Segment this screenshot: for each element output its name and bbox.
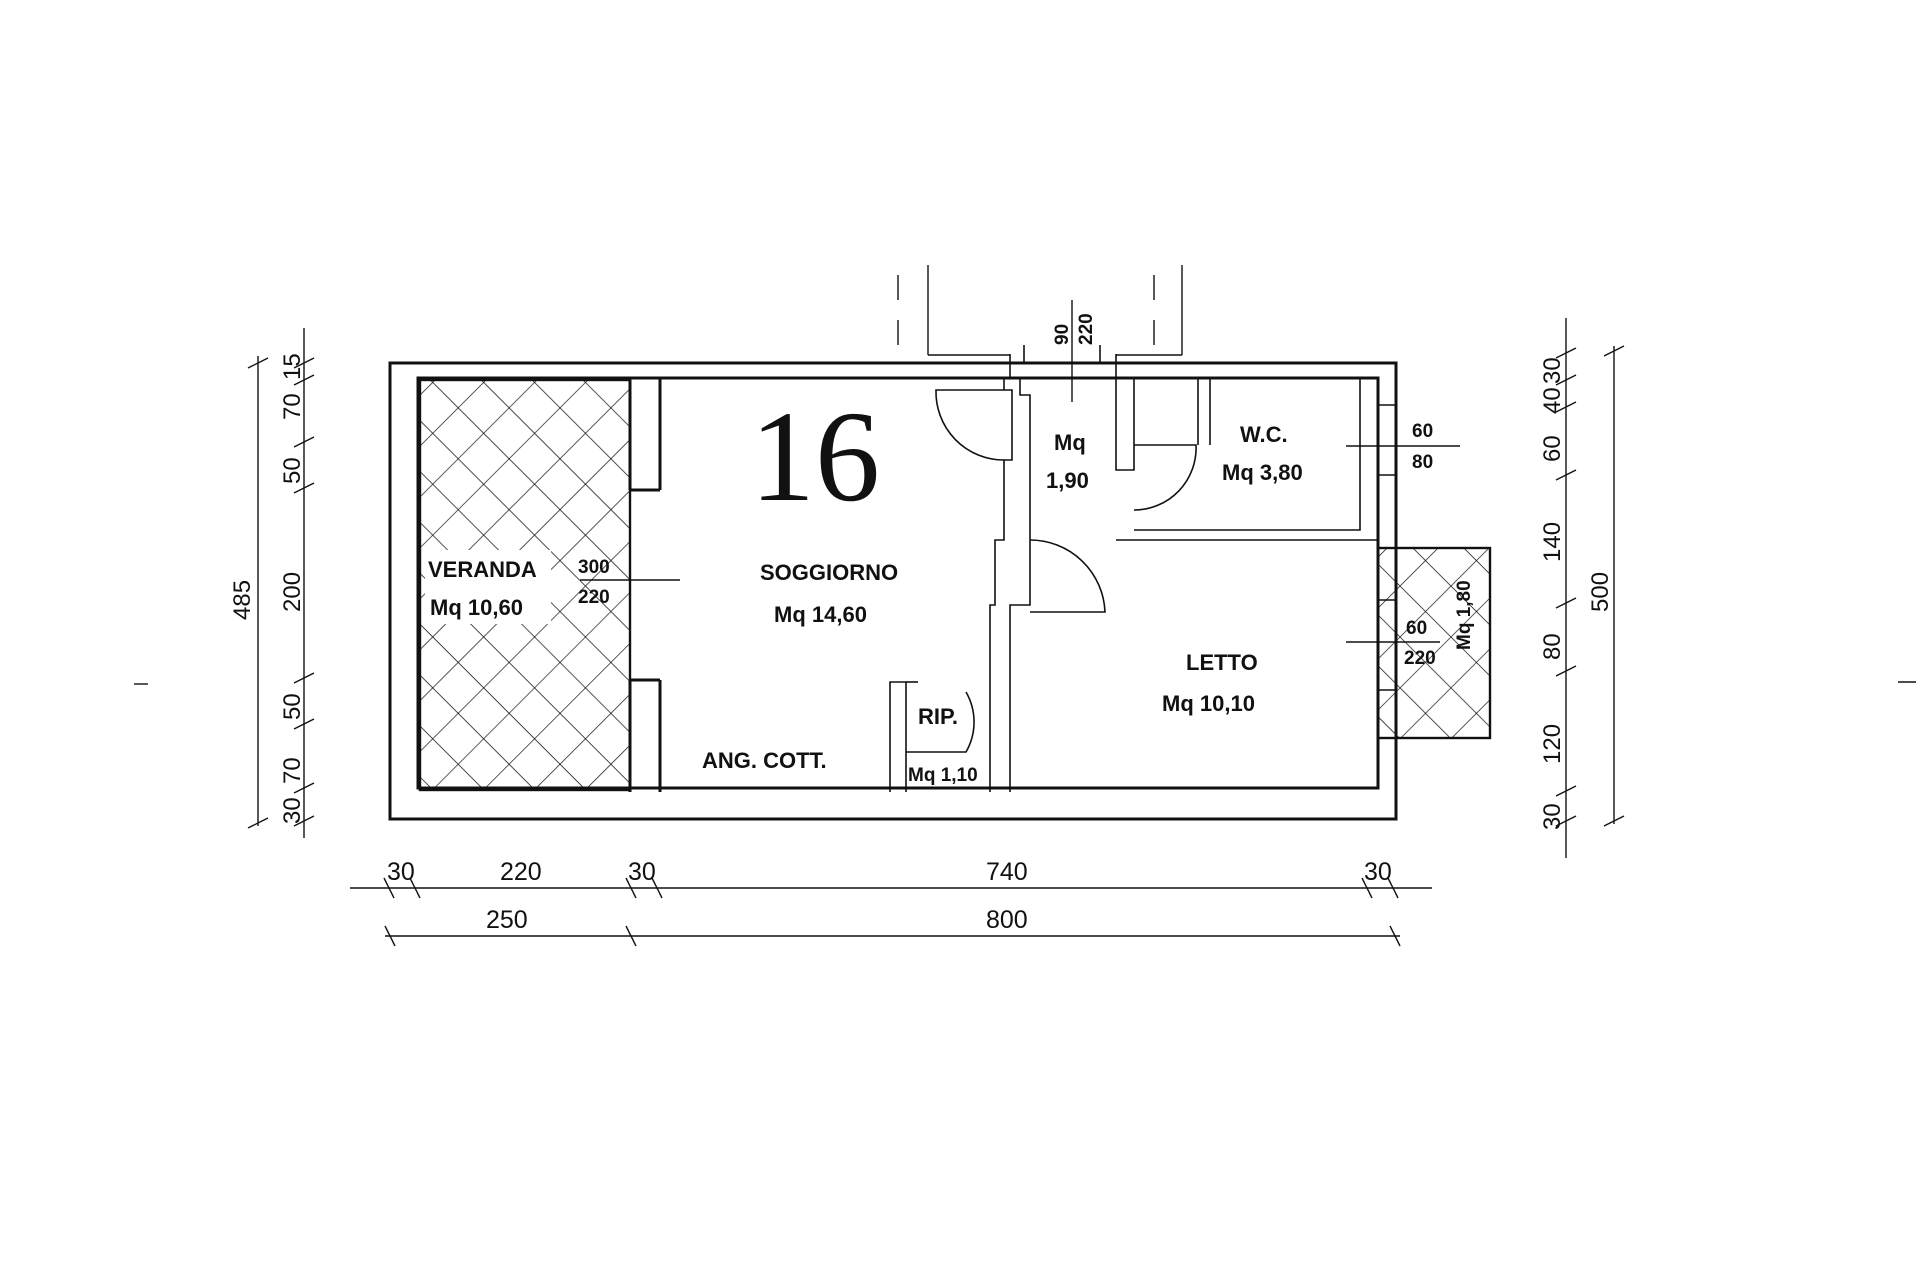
dim-right-total: 500 xyxy=(1587,572,1614,612)
bottom-dimensions: 30 220 30 740 30 250 800 xyxy=(350,858,1432,947)
dim-right-4: 140 xyxy=(1539,522,1566,562)
dim-bottom-2: 220 xyxy=(500,858,542,886)
window-jamb xyxy=(1378,404,1397,476)
dim-bottom-total-2: 800 xyxy=(986,906,1028,934)
dim-bottom-4: 740 xyxy=(986,858,1028,886)
dimension-ticks xyxy=(383,877,1401,947)
rip-door-swing xyxy=(906,691,975,753)
wc-name: W.C. xyxy=(1240,422,1288,447)
entry-frame xyxy=(1023,345,1101,364)
dimension-ticks xyxy=(247,357,315,829)
dim-right-7: 30 xyxy=(1539,803,1566,830)
veranda-label-mask xyxy=(425,550,551,624)
dim-bottom-1: 30 xyxy=(387,858,415,886)
dim-right-1: 30 xyxy=(1539,357,1566,384)
hall-door-swing xyxy=(935,389,1005,461)
unit-number: 16 xyxy=(750,385,880,529)
letto-window-width: 60 xyxy=(1406,618,1427,639)
soggiorno-area: Mq 14,60 xyxy=(774,602,867,627)
letto-name: LETTO xyxy=(1186,650,1258,675)
rip-wall xyxy=(889,681,907,792)
wc-door-swing xyxy=(1133,444,1197,511)
dim-left-6: 70 xyxy=(279,757,306,784)
rip-area: Mq 1,10 xyxy=(908,765,978,786)
soggiorno-name: SOGGIORNO xyxy=(760,560,898,585)
dim-left-total: 485 xyxy=(229,580,256,620)
letto-door-swing xyxy=(1029,539,1106,613)
dimension-ticks xyxy=(1555,345,1625,827)
letto-window-height: 220 xyxy=(1404,648,1436,669)
veranda-name: VERANDA xyxy=(428,557,537,582)
wc-window-width: 60 xyxy=(1412,421,1433,442)
walls xyxy=(388,265,1492,821)
right-dimensions: 30 40 60 140 80 120 30 500 xyxy=(1539,318,1625,858)
hall-wall xyxy=(1009,378,1031,792)
left-dimensions: 485 15 70 50 200 50 70 30 xyxy=(229,328,315,838)
veranda-area: Mq 10,60 xyxy=(430,595,523,620)
wc-area: Mq 3,80 xyxy=(1222,460,1303,485)
hall-area: 1,90 xyxy=(1046,468,1089,493)
entry-door-width: 90 xyxy=(1052,324,1073,345)
dim-bottom-total-1: 250 xyxy=(486,906,528,934)
rip-name: RIP. xyxy=(918,704,958,729)
wc-window-height: 80 xyxy=(1412,452,1433,473)
dim-left-7: 30 xyxy=(279,797,306,824)
dim-left-3: 50 xyxy=(279,457,306,484)
dim-bottom-5: 30 xyxy=(1364,858,1392,886)
balcony xyxy=(1376,546,1492,740)
entry-door-height: 220 xyxy=(1076,313,1097,345)
wc-wall xyxy=(1115,378,1135,471)
dim-left-1: 15 xyxy=(279,353,306,380)
veranda-door-height: 220 xyxy=(578,587,610,608)
dim-left-4: 200 xyxy=(279,572,306,612)
dim-right-2: 40 xyxy=(1539,387,1566,414)
wc-wall xyxy=(1134,378,1361,531)
dim-right-5: 80 xyxy=(1539,633,1566,660)
dim-right-6: 120 xyxy=(1539,724,1566,764)
dim-left-5: 50 xyxy=(279,693,306,720)
dim-left-2: 70 xyxy=(279,393,306,420)
hall-wall xyxy=(989,378,1013,792)
hall-name: Mq xyxy=(1054,430,1086,455)
dim-bottom-3: 30 xyxy=(628,858,656,886)
letto-area: Mq 10,10 xyxy=(1162,691,1255,716)
balcone-area: Mq 1,80 xyxy=(1454,580,1475,650)
angolo-cottura-label: ANG. COTT. xyxy=(702,748,827,773)
veranda-door-width: 300 xyxy=(578,557,610,578)
dim-right-3: 60 xyxy=(1539,435,1566,462)
